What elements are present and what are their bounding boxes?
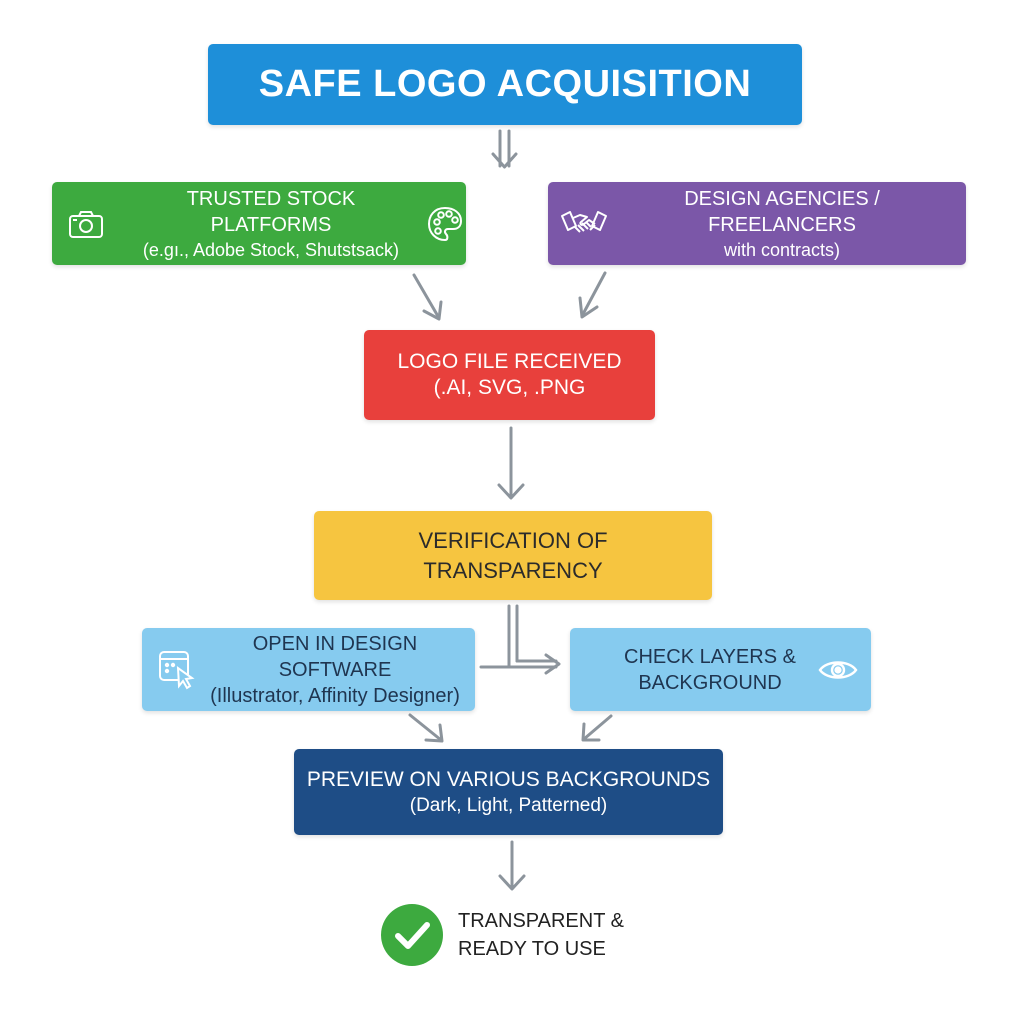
agency-label: DESIGN AGENCIES / FREELANCERS <box>684 187 880 236</box>
stock-examples: (e.gı., Adobe Stock, Shutstsack) <box>142 239 400 260</box>
node-verification-of-transparency: VERIFICATION OF TRANSPARENCY <box>314 511 712 600</box>
arrow-open-to-preview <box>408 713 444 743</box>
verify-line1: VERIFICATION OF <box>418 527 608 553</box>
arrow-stock-to-received <box>412 273 443 321</box>
node-logo-file-received: LOGO FILE RECEIVED (.AI, SVG, .PNG <box>364 330 655 420</box>
verify-line2: TRANSPARENCY <box>423 557 603 583</box>
node-preview-various-backgrounds: PREVIEW ON VARIOUS BACKGROUNDS (Dark, Li… <box>294 749 723 835</box>
open-label: OPEN IN DESIGN SOFTWARE <box>252 632 418 681</box>
title-box: SAFE LOGO ACQUISITION <box>208 44 802 125</box>
arrow-preview-to-final <box>498 840 526 891</box>
palette-icon <box>426 205 464 243</box>
stock-label: TRUSTED STOCK PLATFORMS <box>186 187 356 236</box>
node-open-in-design-software: OPEN IN DESIGN SOFTWARE (Illustrator, Af… <box>142 628 475 711</box>
node-design-agencies: DESIGN AGENCIES / FREELANCERS with contr… <box>548 182 966 265</box>
node-check-layers-background: CHECK LAYERS & BACKGROUND <box>570 628 871 711</box>
final-line1: TRANSPARENT & <box>458 910 624 932</box>
handshake-icon <box>560 208 608 240</box>
preview-label: PREVIEW ON VARIOUS BACKGROUNDS <box>306 768 711 791</box>
node-trusted-stock-platforms: TRUSTED STOCK PLATFORMS (e.gı., Adobe St… <box>52 182 466 265</box>
node-transparent-ready: TRANSPARENT & READY TO USE <box>380 903 640 967</box>
arrow-agency-to-received <box>578 271 607 319</box>
camera-icon <box>68 209 104 239</box>
arrow-verify-to-check <box>479 604 561 675</box>
received-formats: (.AI, SVG, .PNG <box>433 376 586 399</box>
agency-note: with contracts) <box>723 239 841 260</box>
arrow-check-to-preview <box>581 714 613 742</box>
checkmark-icon <box>380 903 444 967</box>
eye-icon <box>818 657 858 683</box>
check-line2: BACKGROUND <box>638 671 782 694</box>
diagram-title: SAFE LOGO ACQUISITION <box>258 63 752 105</box>
software-cursor-icon <box>158 650 196 690</box>
preview-examples: (Dark, Light, Patterned) <box>409 795 608 816</box>
received-label: LOGO FILE RECEIVED <box>397 350 622 373</box>
check-line1: CHECK LAYERS & <box>624 645 796 668</box>
final-line2: READY TO USE <box>458 938 606 960</box>
open-apps: (Illustrator, Affinity Designer) <box>210 684 460 707</box>
arrow-received-to-verify <box>497 426 525 500</box>
arrow-title-down <box>491 129 518 169</box>
